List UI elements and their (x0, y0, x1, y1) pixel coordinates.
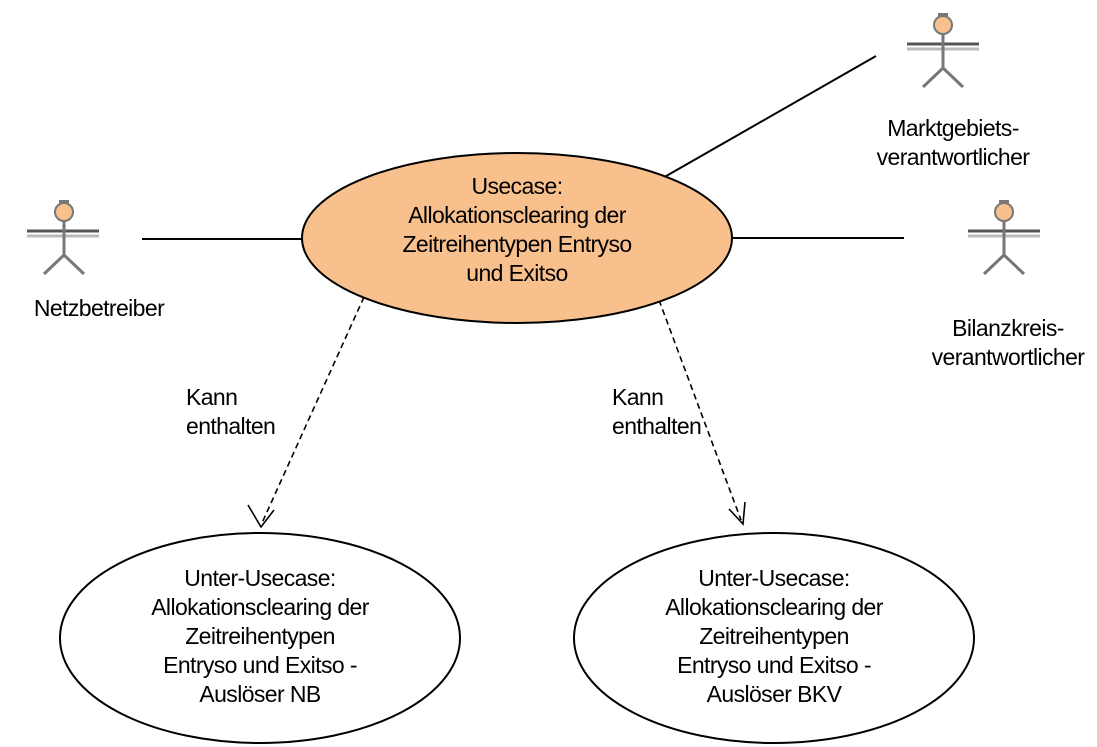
arrowhead-left (247, 504, 275, 529)
bilanzkreisverantwortlicher-label: Bilanzkreis- verantwortlicher (931, 315, 1085, 370)
sub-usecase-nb-label: Unter-Usecase: Allokationsclearing der Z… (151, 565, 369, 707)
include-arrow-right (658, 299, 742, 521)
include-arrow-left (261, 296, 365, 524)
bilanzkreisverantwortlicher-actor-icon[interactable] (968, 200, 1040, 276)
main-usecase-label: Usecase: Allokationsclearing der Zeitrei… (402, 173, 632, 286)
include-right-label: Kann enthalten (612, 384, 702, 439)
sub-usecase-bkv-label: Unter-Usecase: Allokationsclearing der Z… (665, 565, 883, 707)
sub-usecase-bkv-ellipse[interactable] (573, 532, 975, 744)
marktgebietsverantwortlicher-actor-icon[interactable] (907, 13, 979, 89)
netzbetreiber-label: Netzbetreiber (33, 295, 165, 321)
arrowhead-right (728, 501, 746, 526)
association-marktgebietsverantwortlicher (660, 55, 877, 180)
sub-usecase-nb-ellipse[interactable] (59, 532, 461, 744)
netzbetreiber-actor-icon[interactable] (27, 200, 99, 276)
include-left-label: Kann enthalten (186, 384, 276, 439)
marktgebietsverantwortlicher-label: Marktgebiets- verantwortlicher (876, 115, 1030, 170)
main-usecase-ellipse[interactable] (301, 152, 733, 324)
